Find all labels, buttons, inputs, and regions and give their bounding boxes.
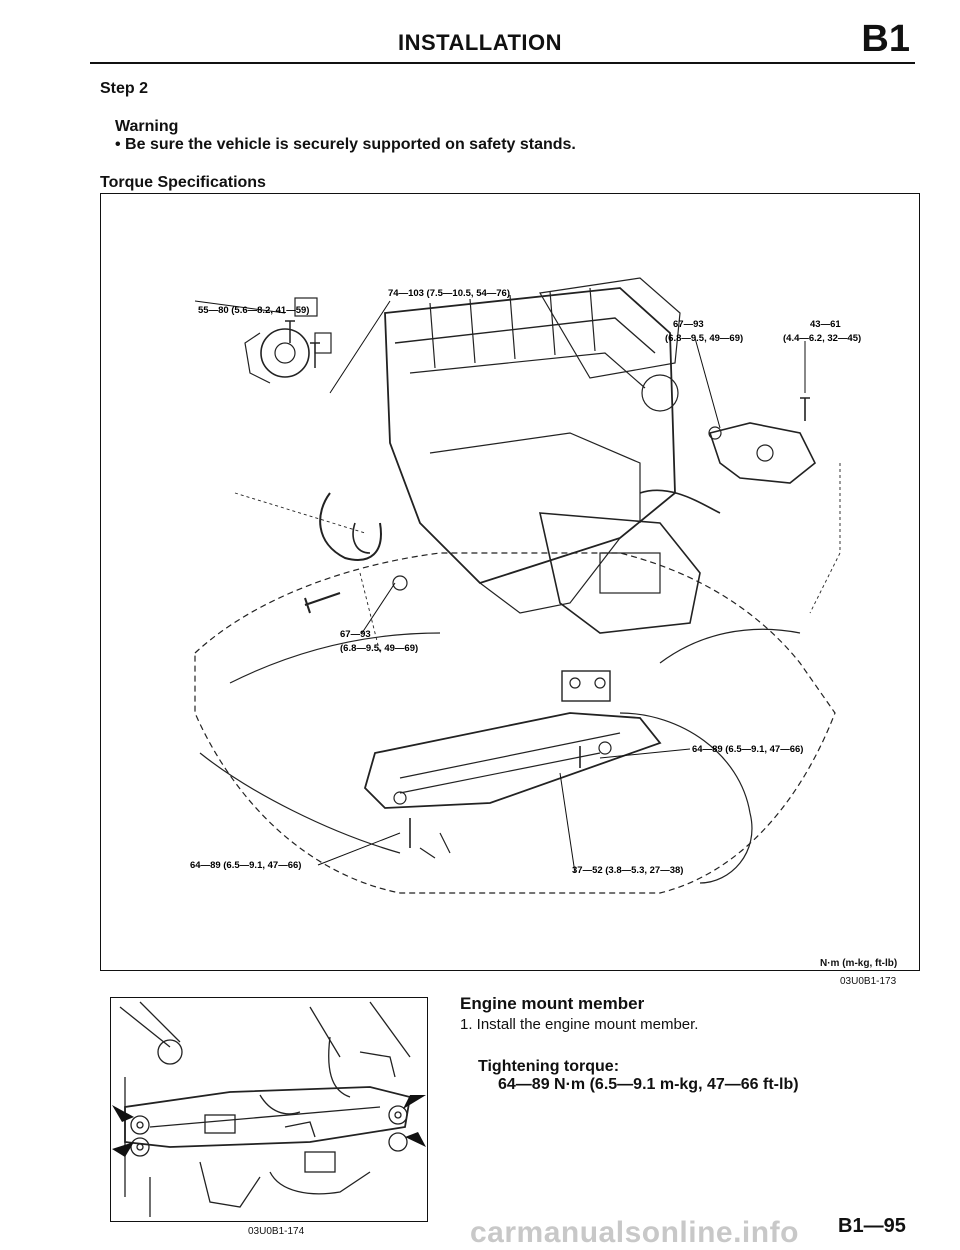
engine-exploded-diagram: 55—80 (5.6—8.2, 41—59) 74—103 (7.5—10.5,… [190,277,861,894]
section-step: 1. Install the engine mount member. [460,1016,699,1033]
figure-code-main: 03U0B1-173 [840,976,897,987]
torque-label-member-front: 64—89 (6.5—9.1, 47—66) [190,860,301,871]
torque-heading: Torque Specifications [100,174,266,191]
right-engine-mount [708,422,817,484]
watermark: carmanualsonline.info [470,1216,799,1249]
arrow-icon [112,1105,134,1122]
small-figure-frame [110,997,428,1222]
torque-label-upper-bolt: 74—103 (7.5—10.5, 54—76) [388,288,510,299]
units-label: N·m (m-kg, ft-lb) [820,958,898,969]
engine-mount-member [363,712,662,809]
warning-bullet: • Be sure the vehicle is securely suppor… [115,136,576,153]
torque-label-right-mount-a-units: (6.8—9.5, 49—69) [665,333,743,344]
page-number: B1—95 [838,1215,906,1237]
torque-label-right-mount-b: 43—61 [810,319,841,330]
step-heading: Step 2 [100,80,149,97]
torque-label-front-bolt-units: (6.8—9.5, 49—69) [340,643,418,654]
tightening-value: 64—89 N·m (6.5—9.1 m-kg, 47—66 ft-lb) [498,1076,799,1093]
transmission [538,512,701,634]
torque-label-right-mount-a: 67—93 [673,319,704,330]
engine-mount-member-figure [112,1001,426,1217]
section-code: B1 [861,18,910,60]
arrow-icon [405,1132,426,1147]
header-rule [90,62,915,64]
figure-code-small: 03U0B1-174 [248,1226,305,1237]
torque-label-member-nut: 37—52 (3.8—5.3, 27—38) [572,865,683,876]
torque-label-front-bolt: 67—93 [340,629,371,640]
page-title: INSTALLATION [397,30,563,55]
torque-label-member-rear: 64—89 (6.5—9.1, 47—66) [692,744,803,755]
arrow-icon [403,1095,426,1109]
arrow-icon [112,1142,134,1157]
tightening-heading: Tightening torque: [478,1058,620,1075]
warning-heading: Warning [115,118,179,135]
car-body-outline [194,552,836,894]
section-title: Engine mount member [460,994,645,1013]
torque-label-compressor: 55—80 (5.6—8.2, 41—59) [198,305,309,316]
compressor-left [260,328,310,378]
torque-label-right-mount-b-units: (4.4—6.2, 32—45) [783,333,861,344]
main-figure-frame [100,193,920,971]
